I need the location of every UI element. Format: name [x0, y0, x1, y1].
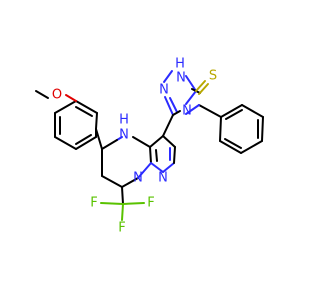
atom-label-pyrimidine-n-bottom: N [133, 171, 143, 186]
atom-label-triazole-nh: N [176, 71, 186, 86]
benzyl-phenyl-ring [219, 104, 264, 154]
atom-label-triazole-nh-h: H [175, 57, 185, 72]
cf3-bond [121, 186, 124, 205]
benzyl-n-bond [185, 104, 200, 115]
atom-label-pyrimidine-nh-h: H [119, 113, 129, 128]
o-methyl-bond [35, 90, 49, 99]
methoxyphenyl-ring [54, 100, 103, 150]
atom-label-fluorine-2: F [147, 196, 154, 211]
molecule-drawing: H N N N S O N H N N F F F [35, 57, 264, 236]
cf-bond-3 [121, 203, 124, 221]
atom-label-pyrazole-n: N [158, 171, 168, 186]
atom-label-triazole-n-bottom: N [159, 83, 169, 98]
atom-label-methoxy-o: O [52, 88, 62, 103]
atom-label-thione-s: S [209, 69, 217, 84]
thione-bond-2 [198, 83, 209, 95]
cf-bond-2 [122, 202, 145, 205]
benzyl-ch2-bond [198, 104, 222, 118]
cf-bond-1 [100, 202, 124, 205]
tetrahydropyrimidine-ring [101, 136, 152, 188]
structure-canvas: H N N N S O N H N N F F F [35, 57, 264, 236]
thione-bond [195, 80, 206, 92]
aryl-o-bond [65, 94, 77, 102]
ring-link-bond [162, 114, 174, 137]
atom-label-pyrimidine-nh: N [119, 128, 129, 143]
pyrazole-ring [149, 135, 176, 173]
atom-label-fluorine-1: F [90, 196, 97, 211]
atom-label-fluorine-3: F [118, 221, 125, 236]
atom-label-triazole-n4: N [182, 104, 192, 119]
